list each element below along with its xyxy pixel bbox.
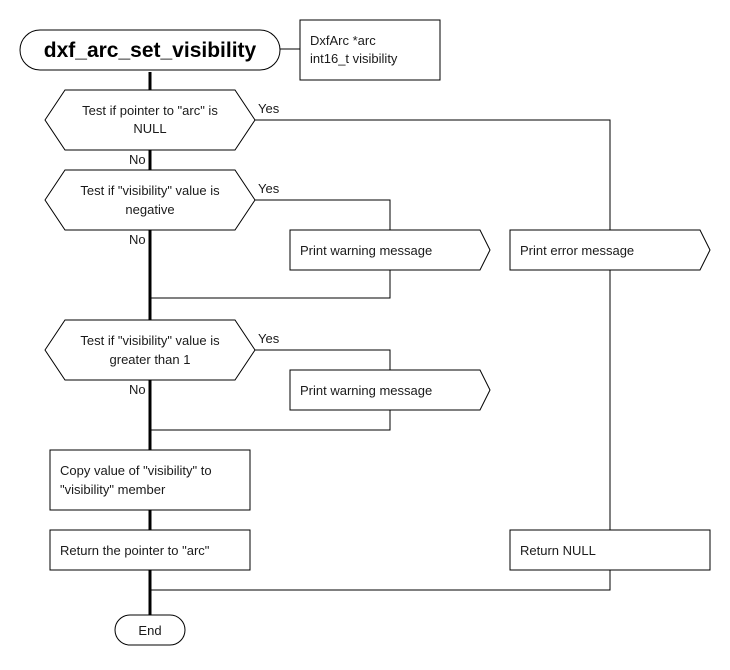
copy-value-box [49,449,251,511]
return-arc-box [49,529,251,571]
copy-value-line-1: Copy value of "visibility" to [60,463,212,478]
copy-value-line-2: "visibility" member [60,482,166,497]
title-terminator [19,29,281,71]
end-terminator [114,614,186,646]
return-null-box [509,529,711,571]
params-box [299,19,441,81]
param-arc: DxfArc *arc [310,33,376,48]
decision-2-yes-line [255,199,391,230]
decision-3-yes-line [255,349,391,370]
return-arc-text: Return the pointer to "arc" [60,543,210,558]
decision-1-yes-label: Yes [258,101,280,116]
return-null-text: Return NULL [520,543,596,558]
diagram-title: dxf_arc_set_visibility [44,39,257,62]
decision-2-line-1: Test if "visibility" value is [80,183,220,198]
return-null-merge-line [150,570,611,591]
param-visibility: int16_t visibility [310,51,398,66]
decision-2-shape [44,169,256,231]
decision-3-line-1: Test if "visibility" value is [80,333,220,348]
decision-1-yes-line [255,119,611,230]
decision-3-no-label: No [129,382,146,397]
warning-1-merge-line [150,270,391,299]
end-label: End [138,623,161,638]
decision-3-shape [44,319,256,381]
decision-1-line-2: NULL [133,121,166,136]
decision-3-yes-label: Yes [258,331,280,346]
warning-1-text: Print warning message [300,243,432,258]
warning-1-shape [289,229,491,271]
decision-1-shape [44,89,256,151]
decision-2-yes-label: Yes [258,181,280,196]
decision-1-line-1: Test if pointer to "arc" is [82,103,218,118]
decision-2-line-2: negative [125,202,174,217]
warning-2-merge-line [150,410,391,431]
warning-2-shape [289,369,491,411]
error-text: Print error message [520,243,634,258]
error-shape [509,229,711,271]
decision-1-no-label: No [129,152,146,167]
warning-2-text: Print warning message [300,383,432,398]
decision-3-line-2: greater than 1 [110,352,191,367]
decision-2-no-label: No [129,232,146,247]
